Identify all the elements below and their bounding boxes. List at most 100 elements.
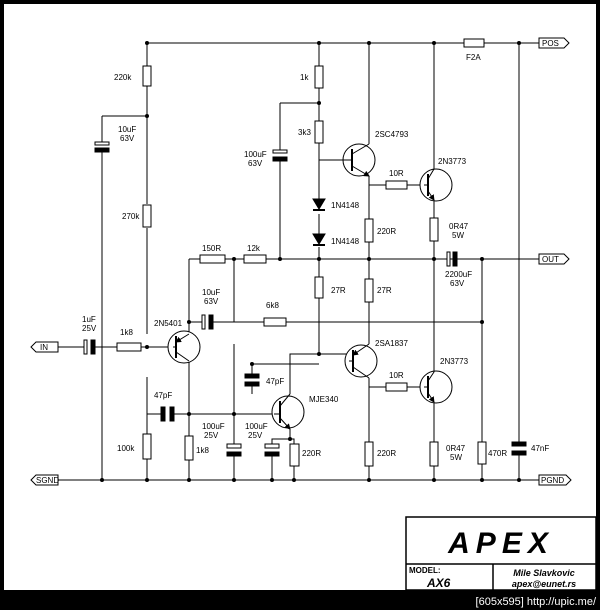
label-2sa1837: 2SA1837 xyxy=(375,339,408,348)
terminal-in: IN xyxy=(30,341,59,353)
label-1n4148-a: 1N4148 xyxy=(331,201,360,210)
resistor-12k xyxy=(243,254,267,264)
label-100uf-a: 100uF xyxy=(202,422,225,431)
fuse xyxy=(463,38,485,48)
label-2200uf-v: 63V xyxy=(450,279,465,288)
label-1uf: 1uF xyxy=(82,315,96,324)
resistor-27r-b xyxy=(364,278,374,303)
component-labels: 220k 10uF 63V 270k 1k 3k3 100uF 63V 2SC4… xyxy=(82,53,549,462)
resistor-1k xyxy=(314,65,324,89)
label-2n3773-bot: 2N3773 xyxy=(440,357,469,366)
resistor-220r-mid xyxy=(364,218,374,243)
title-block: APEX MODEL: AX6 Mile Slavkovic apex@eune… xyxy=(405,516,596,590)
terminal-out: OUT xyxy=(538,253,570,265)
label-10r-bot: 10R xyxy=(389,371,404,380)
terminal-sgnd: SGND xyxy=(30,474,59,486)
capacitor-47pf-b xyxy=(244,373,260,387)
label-47nf: 47nF xyxy=(531,444,549,453)
terminal-sgnd-label: SGND xyxy=(36,476,59,485)
terminal-pos-label: POS xyxy=(542,39,559,48)
capacitor-10uf-b xyxy=(201,314,214,330)
transistor-2n5401 xyxy=(167,330,201,364)
label-0r47-top-w: 5W xyxy=(452,231,464,240)
resistor-6k8 xyxy=(263,317,287,327)
label-1uf-v: 25V xyxy=(82,324,97,333)
label-100uf-b-v: 25V xyxy=(248,431,263,440)
label-47pf-b: 47pF xyxy=(154,391,172,400)
label-220r-b: 220R xyxy=(377,449,396,458)
label-10uf-b-v: 63V xyxy=(204,297,219,306)
capacitor-47pf-a xyxy=(160,406,175,422)
label-0r47-bot: 0R47 xyxy=(446,444,466,453)
label-mje340: MJE340 xyxy=(309,395,339,404)
resistor-470r xyxy=(477,441,487,465)
label-2sc4793: 2SC4793 xyxy=(375,130,409,139)
author-email: apex@eunet.rs xyxy=(512,579,576,589)
model-label: MODEL: xyxy=(409,566,441,575)
label-100uf-a-v: 25V xyxy=(204,431,219,440)
label-6k8: 6k8 xyxy=(266,301,279,310)
resistor-220k xyxy=(142,65,152,87)
label-100uf-b: 100uF xyxy=(245,422,268,431)
label-fuse: F2A xyxy=(466,53,481,62)
label-10uf-a: 10uF xyxy=(118,125,136,134)
label-0r47-bot-w: 5W xyxy=(450,453,462,462)
label-220r-mid: 220R xyxy=(377,227,396,236)
label-47pf-a: 47pF xyxy=(266,377,284,386)
diode-1n4148-b xyxy=(312,233,326,246)
resistor-0r47-bot xyxy=(429,441,439,467)
transistor-mje340 xyxy=(271,393,305,430)
label-100k: 100k xyxy=(117,444,135,453)
resistor-1k8-in xyxy=(116,342,142,352)
terminal-in-label: IN xyxy=(40,343,48,352)
resistor-270k xyxy=(142,204,152,228)
capacitor-1uf xyxy=(83,339,96,355)
label-220r-a: 220R xyxy=(302,449,321,458)
resistor-10r-bot xyxy=(385,382,408,392)
junctions xyxy=(100,41,521,482)
resistor-10r-top xyxy=(385,180,408,190)
label-12k: 12k xyxy=(247,244,261,253)
terminal-pos: POS xyxy=(538,37,570,49)
label-1k8-b: 1k8 xyxy=(196,446,209,455)
schematic-sheet: POS OUT PGND IN SGND 220k 10uF 63V 270k … xyxy=(4,4,596,590)
transistor-2n3773-top xyxy=(419,168,453,202)
resistor-220r-b xyxy=(364,441,374,467)
label-2n3773-top: 2N3773 xyxy=(438,157,467,166)
label-1k8-in: 1k8 xyxy=(120,328,133,337)
resistor-1k8-b xyxy=(184,435,194,461)
resistor-3k3 xyxy=(314,120,324,144)
label-10uf-b: 10uF xyxy=(202,288,220,297)
label-100uf-top-v: 63V xyxy=(248,159,263,168)
capacitors xyxy=(83,141,527,464)
label-10uf-a-v: 63V xyxy=(120,134,135,143)
label-1n4148-b: 1N4148 xyxy=(331,237,360,246)
label-2200uf: 2200uF xyxy=(445,270,472,279)
label-100uf-top: 100uF xyxy=(244,150,267,159)
transistor-2n3773-bot xyxy=(419,357,453,404)
label-3k3: 3k3 xyxy=(298,128,311,137)
resistor-0r47-top xyxy=(429,217,439,242)
resistor-220r-a xyxy=(289,443,300,467)
resistor-100k xyxy=(142,433,152,460)
model-value: AX6 xyxy=(426,576,451,590)
label-27r-a: 27R xyxy=(331,286,346,295)
capacitor-100uf-top xyxy=(272,149,288,162)
terminal-pgnd: PGND xyxy=(538,474,572,486)
label-470r: 470R xyxy=(488,449,507,458)
transistor-2sa1837 xyxy=(344,343,378,379)
apex-logo: APEX xyxy=(447,527,554,560)
capacitor-10uf-a xyxy=(94,141,110,153)
resistor-150r xyxy=(199,254,226,264)
label-220k: 220k xyxy=(114,73,132,82)
resistors xyxy=(116,65,487,467)
resistor-27r-a xyxy=(314,276,324,299)
capacitor-47nf xyxy=(511,441,527,456)
diode-1n4148-a xyxy=(312,198,326,211)
label-27r-b: 27R xyxy=(377,286,392,295)
label-270k: 270k xyxy=(122,212,140,221)
label-1k: 1k xyxy=(300,73,309,82)
label-150r: 150R xyxy=(202,244,221,253)
watermark-text: [605x595] http://upic.me/ xyxy=(475,596,596,608)
